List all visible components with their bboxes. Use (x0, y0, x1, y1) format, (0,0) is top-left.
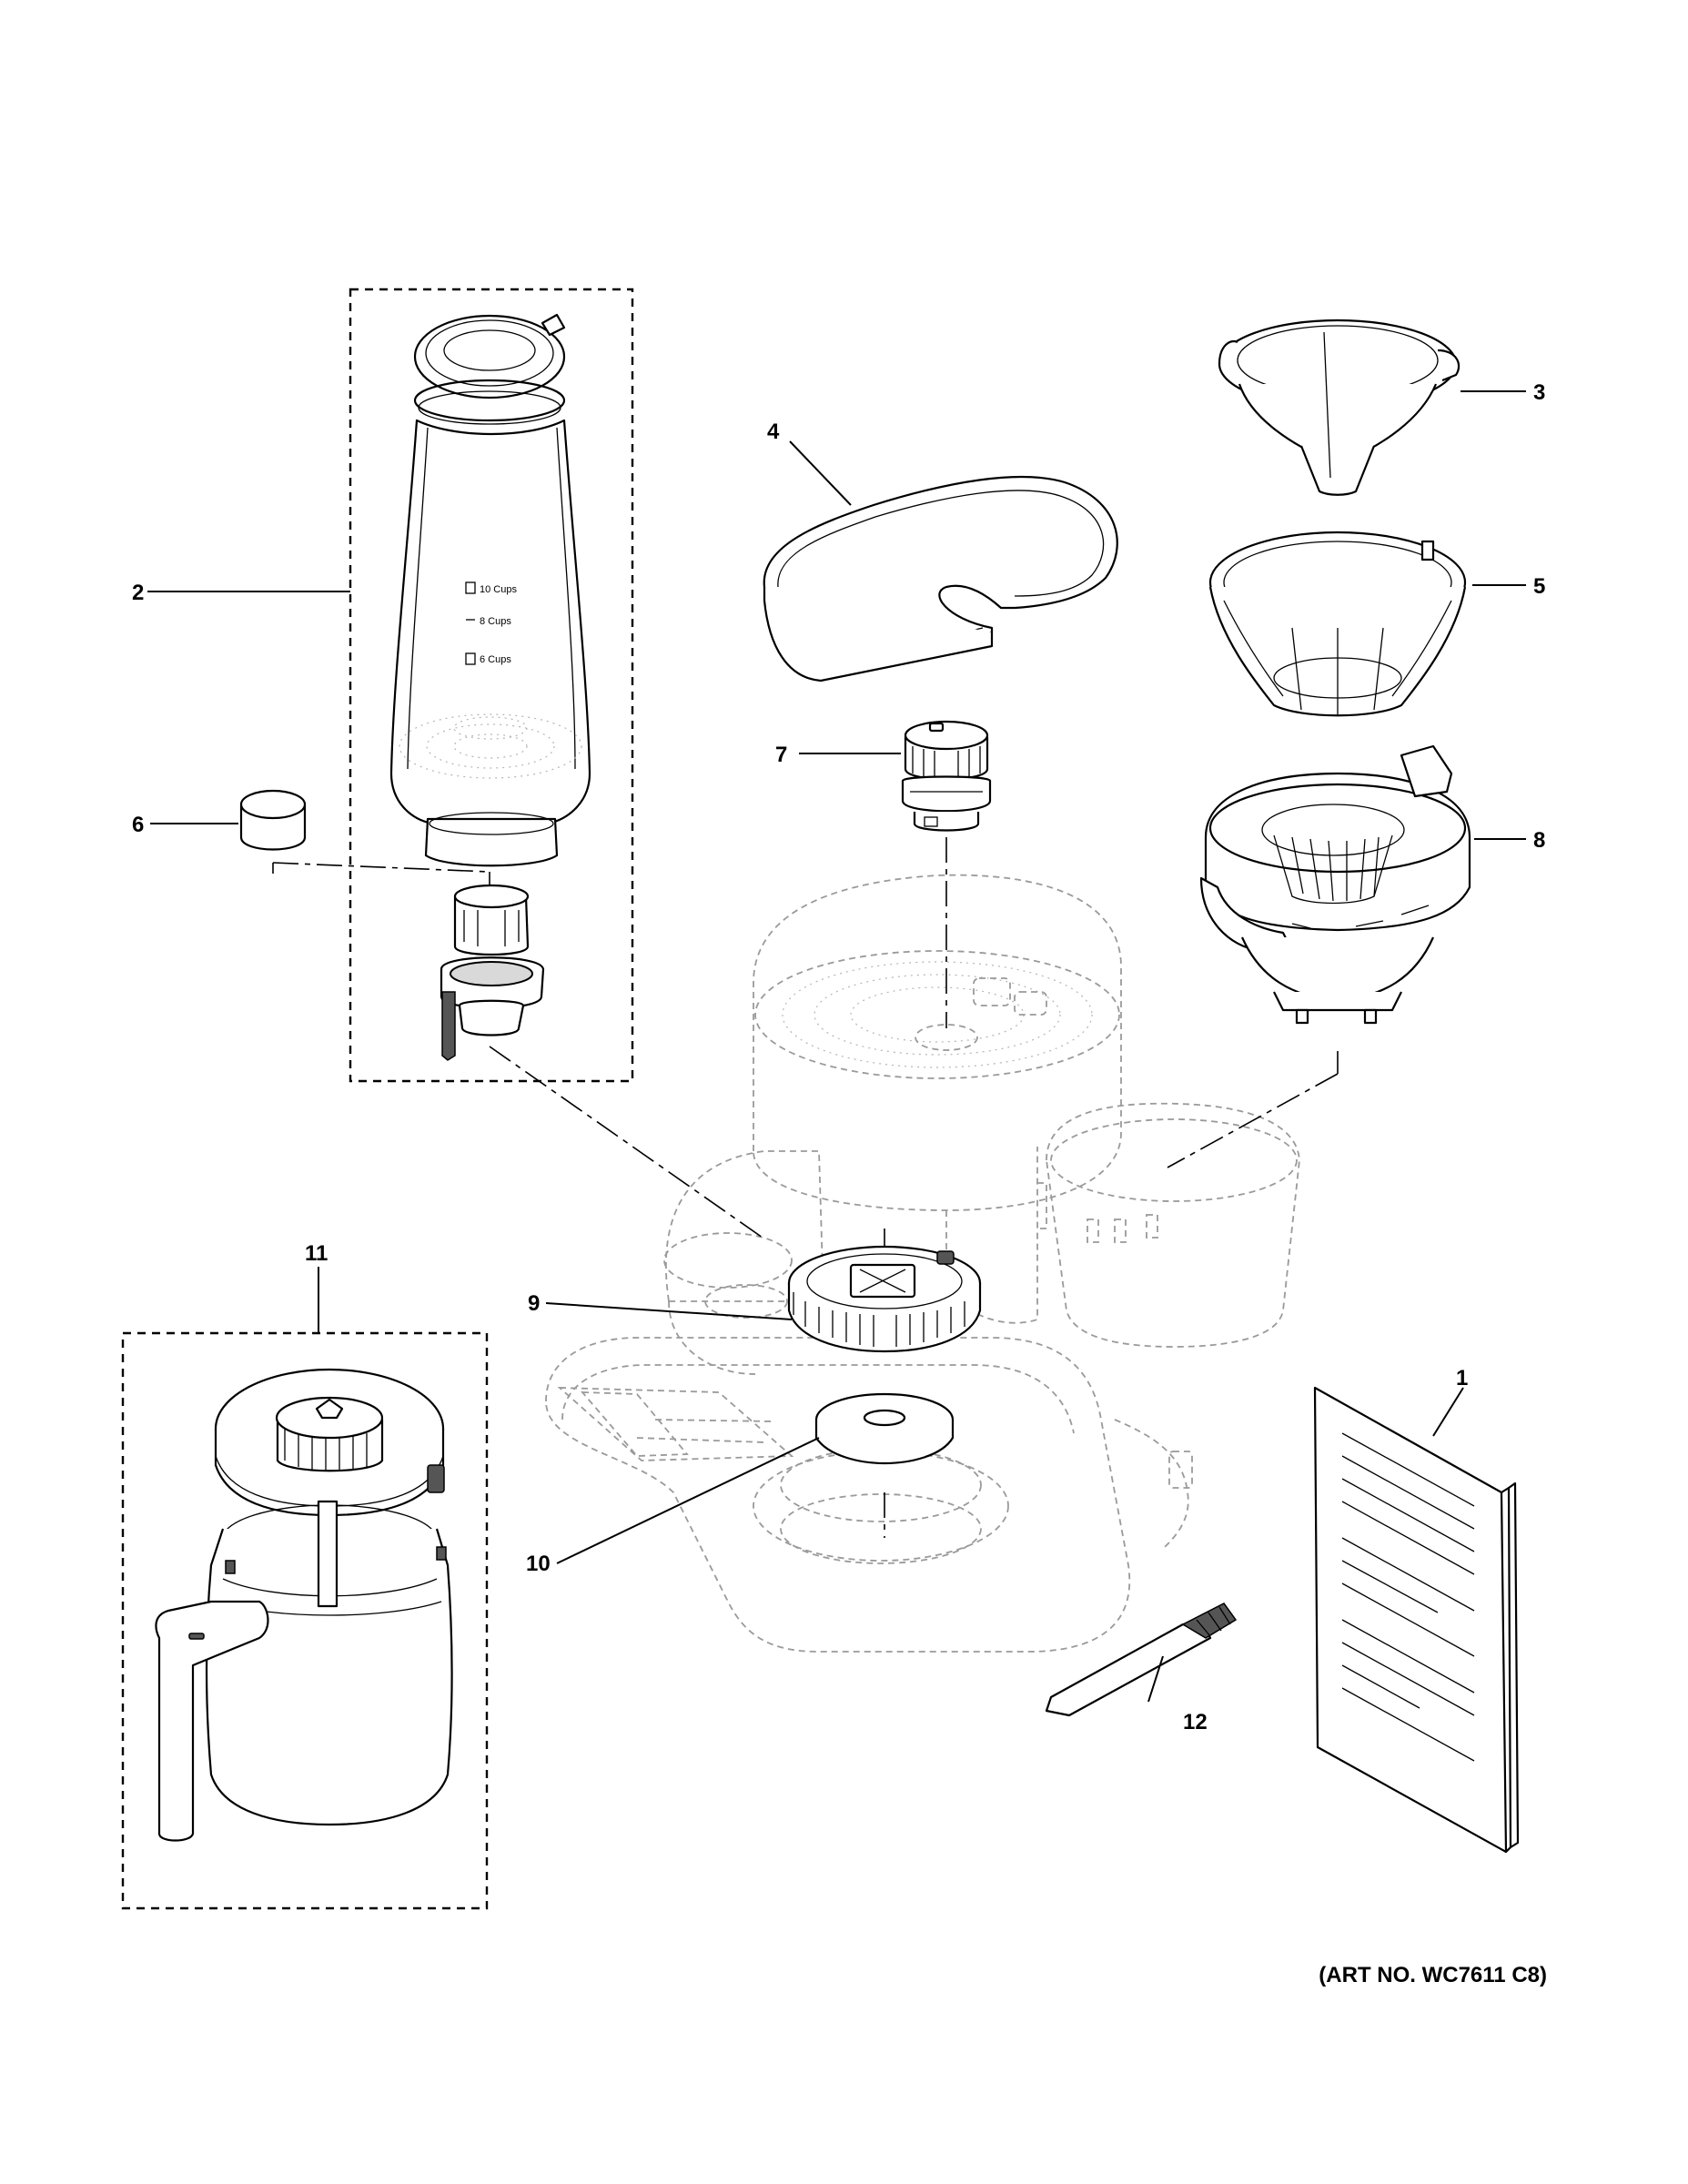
callout-9: 9 (528, 1291, 540, 1316)
callout-2: 2 (132, 581, 144, 605)
callout-10: 10 (526, 1552, 551, 1576)
water-reservoir-part: 10 Cups 8 Cups 6 Cups (389, 313, 591, 1061)
group-box-11 (121, 1331, 489, 1910)
callout-6: 6 (132, 813, 144, 837)
valve-knob-part (901, 720, 992, 832)
carafe-part (155, 1368, 453, 1842)
carafe-marking-8: 8 Cups (480, 616, 511, 627)
callout-5: 5 (1533, 574, 1545, 599)
callout-12: 12 (1183, 1710, 1208, 1734)
callout-4: 4 (767, 420, 780, 444)
group-box-2 (349, 288, 634, 1083)
carafe-marking-6: 6 Cups (480, 654, 511, 665)
callout-1: 1 (1456, 1366, 1468, 1390)
filter-cone-part (1218, 318, 1461, 496)
leader-lines (147, 390, 1526, 1703)
brush-part (1045, 1603, 1238, 1717)
callout-11: 11 (305, 1241, 328, 1266)
manual-part (1313, 1386, 1520, 1854)
brew-housing-part (1199, 744, 1471, 1025)
callout-7: 7 (775, 743, 787, 767)
callout-8: 8 (1533, 828, 1545, 853)
assembly-lines (272, 837, 1339, 1538)
callout-labels: 1 2 3 4 5 6 7 8 9 10 11 12 (132, 380, 1545, 1734)
grind-ring-part (787, 1245, 982, 1353)
cap-part (239, 789, 307, 851)
machine-body-ghost (545, 874, 1300, 1653)
lid-seal-part (763, 475, 1118, 682)
washer-part (814, 1392, 955, 1465)
callout-3: 3 (1533, 380, 1545, 405)
brew-basket-part (1208, 531, 1467, 717)
art-number: (ART NO. WC7611 C8) (1319, 1963, 1547, 1987)
carafe-marking-10: 10 Cups (480, 584, 517, 595)
